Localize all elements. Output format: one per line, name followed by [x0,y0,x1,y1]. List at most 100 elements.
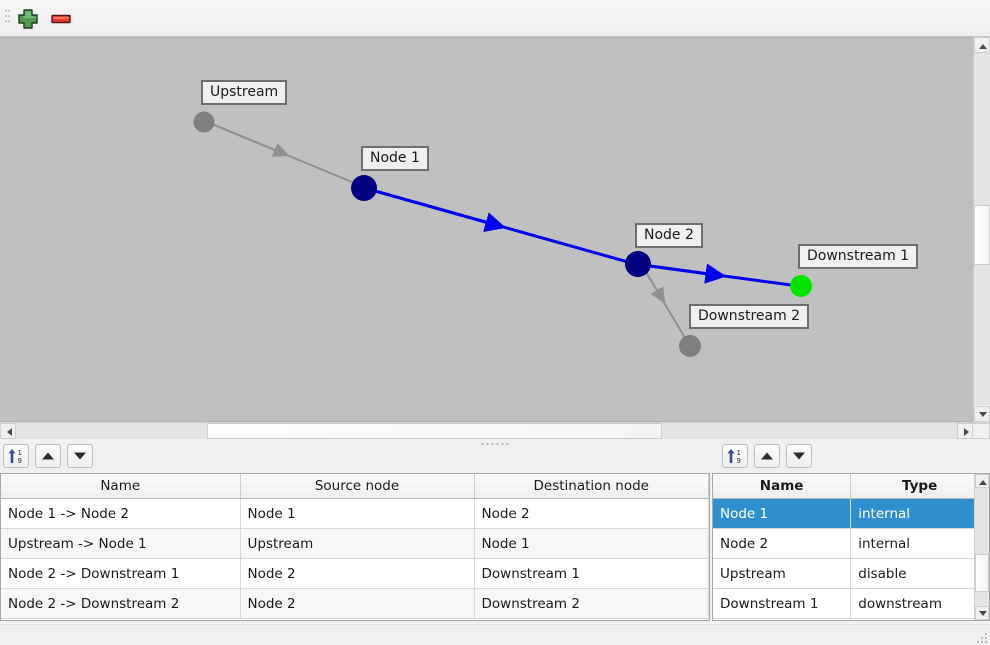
nodes-move-up-button[interactable] [754,444,780,468]
nodes-sort-button[interactable]: 1 9 [722,444,748,468]
graph-label-downstream1[interactable]: Downstream 1 [798,244,919,269]
table-row[interactable]: Node 1 internal [713,498,989,529]
node-type[interactable]: internal [850,528,989,559]
nodes-vscroll-up-button[interactable] [975,474,989,488]
add-node-button[interactable] [15,6,41,32]
edges-table-header-row: Name Source node Destination node [1,474,709,499]
edges-sort-button[interactable]: 1 9 [3,444,29,468]
svg-text:1: 1 [18,449,22,457]
hscroll-left-button[interactable] [0,423,16,439]
edge-source[interactable]: Node 1 [240,498,475,529]
nodes-vscroll-down-button[interactable] [975,606,989,620]
arrow-up-icon [42,452,54,460]
table-row[interactable]: Upstream disable [713,558,989,589]
edge-destination[interactable]: Node 1 [474,528,709,559]
svg-text:9: 9 [18,457,22,465]
sort-ascending-icon: 1 9 [8,449,22,465]
table-row[interactable]: Downstream 1 downstream [713,588,989,619]
edges-move-down-button[interactable] [67,444,93,468]
graph-node-node1[interactable] [351,175,377,201]
edge-node2-downstream1-arrow [649,263,727,284]
hscroll-thumb[interactable] [207,423,662,439]
chevron-up-icon [979,480,987,485]
edges-move-up-button[interactable] [35,444,61,468]
graph-label-node2[interactable]: Node 2 [635,223,703,248]
vscroll-down-button[interactable] [974,406,990,422]
edge-node1-node2-arrow [374,189,507,232]
node-name[interactable]: Downstream 1 [713,588,852,619]
edge-destination[interactable]: Node 2 [474,498,709,529]
graph-canvas[interactable]: Upstream Node 1 Node 2 Downstream 1 Down… [0,37,990,422]
nodes-move-down-button[interactable] [786,444,812,468]
nodes-table-scrollbar[interactable] [974,474,989,620]
table-row[interactable]: Node 2 -> Downstream 1 Node 2 Downstream… [1,558,709,589]
scrollbar-corner [973,423,990,439]
splitter-grip-icon [481,443,509,445]
sort-ascending-icon: 1 9 [727,449,741,465]
table-row[interactable]: Node 2 -> Downstream 2 Node 2 Downstream… [1,588,709,619]
chevron-down-icon [979,611,987,616]
nodes-col-type[interactable]: Type [850,474,989,499]
node-type[interactable]: internal [850,498,989,529]
edge-destination[interactable]: Downstream 2 [474,588,709,619]
nodes-pane: 1 9 Name Type [710,442,990,624]
edges-table[interactable]: Name Source node Destination node Node 1… [1,474,709,619]
edge-upstream-node1-arrow [211,123,290,157]
chevron-left-icon [7,428,12,436]
edge-source[interactable]: Node 2 [240,558,475,589]
canvas-horizontal-scrollbar[interactable] [0,422,990,439]
node-name[interactable]: Node 1 [713,498,852,529]
edge-name[interactable]: Node 2 -> Downstream 2 [1,588,241,619]
chevron-down-icon [979,412,987,417]
graph-node-upstream[interactable] [193,111,215,133]
node-name[interactable]: Node 2 [713,528,852,559]
node-name[interactable]: Upstream [713,558,852,589]
nodes-col-name[interactable]: Name [713,474,852,499]
edge-source[interactable]: Upstream [240,528,475,559]
graph-drawing[interactable] [0,38,973,422]
nodes-vscroll-thumb[interactable] [975,554,989,592]
edges-table-frame: Name Source node Destination node Node 1… [0,473,710,621]
svg-text:9: 9 [737,457,741,465]
vscroll-up-button[interactable] [974,37,990,53]
edge-source[interactable]: Node 2 [240,588,475,619]
graph-node-downstream1[interactable] [790,275,812,297]
hscroll-right-button[interactable] [957,423,973,439]
graph-label-upstream[interactable]: Upstream [201,80,288,105]
edges-pane-toolbar: 1 9 [0,442,93,470]
canvas-vertical-scrollbar[interactable] [973,37,990,422]
chevron-up-icon [979,44,987,49]
table-row[interactable]: Node 1 -> Node 2 Node 1 Node 2 [1,498,709,529]
table-row[interactable]: Node 2 internal [713,528,989,559]
graph-label-node1[interactable]: Node 1 [361,146,429,171]
nodes-table[interactable]: Name Type Node 1 internal Node 2 interna… [713,474,989,619]
graph-nodes [193,111,812,357]
status-bar [0,624,990,645]
window-resize-grip[interactable] [975,631,987,643]
node-type[interactable]: downstream [850,588,989,619]
arrow-up-icon [761,452,773,460]
vscroll-thumb[interactable] [974,205,990,265]
edges-col-destination[interactable]: Destination node [474,474,709,499]
edge-name[interactable]: Node 1 -> Node 2 [1,498,241,529]
minus-icon [51,14,71,24]
graph-node-downstream2[interactable] [679,335,701,357]
node-type[interactable]: disable [850,558,989,589]
graph-label-downstream2[interactable]: Downstream 2 [689,304,810,329]
nodes-table-frame: Name Type Node 1 internal Node 2 interna… [712,473,990,621]
edges-col-name[interactable]: Name [1,474,241,499]
table-row[interactable]: Upstream -> Node 1 Upstream Node 1 [1,528,709,559]
graph-node-node2[interactable] [625,251,651,277]
edges-col-source[interactable]: Source node [240,474,475,499]
edge-name[interactable]: Upstream -> Node 1 [1,528,241,559]
edge-destination[interactable]: Downstream 1 [474,558,709,589]
plus-icon [18,9,38,29]
nodes-table-header-row: Name Type [713,474,989,499]
toolbar-drag-handle[interactable] [5,10,10,28]
arrow-down-icon [793,452,805,460]
panel-splitter[interactable] [0,439,990,448]
main-toolbar [0,0,990,37]
edge-name[interactable]: Node 2 -> Downstream 1 [1,558,241,589]
delete-node-button[interactable] [48,6,74,32]
